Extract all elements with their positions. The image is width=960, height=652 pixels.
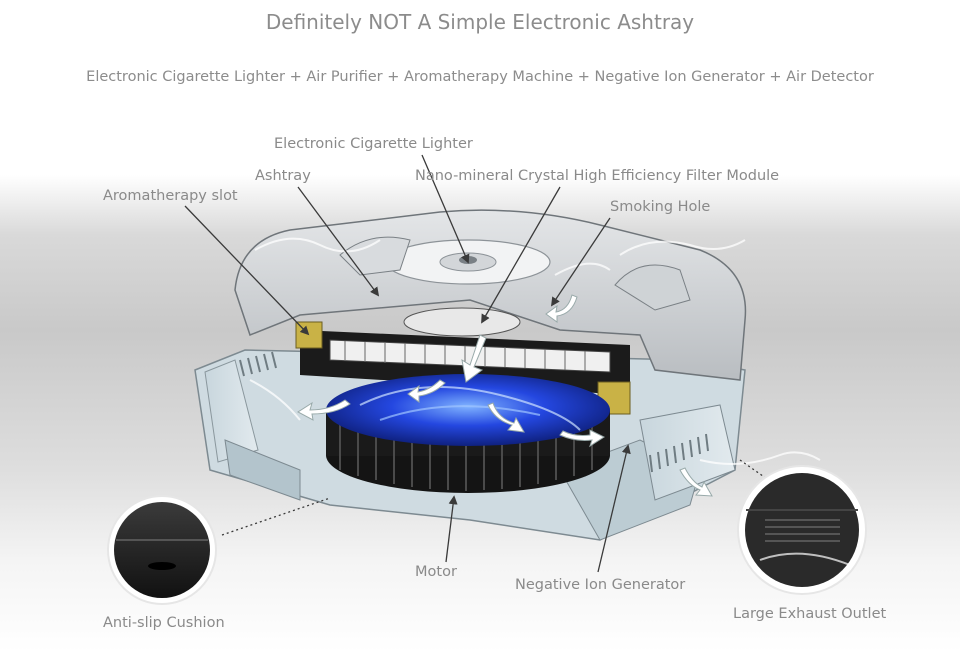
label-ashtray: Ashtray [255, 168, 311, 184]
page-title: Definitely NOT A Simple Electronic Ashtr… [265, 10, 695, 34]
leader-lines [184, 154, 781, 573]
airflow-arrows [297, 294, 713, 497]
exhaust-outlet-callout [737, 465, 867, 595]
page-subtitle: Electronic Cigarette Lighter + Air Purif… [86, 69, 874, 85]
label-filter-module: Nano-mineral Crystal High Efficiency Fil… [415, 168, 780, 184]
label-electronic-cigarette-lighter: Electronic Cigarette Lighter [274, 136, 473, 152]
label-large-exhaust-outlet: Large Exhaust Outlet [733, 606, 887, 622]
label-negative-ion-generator: Negative Ion Generator [515, 577, 686, 593]
label-smoking-hole: Smoking Hole [610, 199, 711, 215]
label-aromatherapy-slot: Aromatherapy slot [103, 188, 238, 204]
fan-motor [326, 374, 610, 493]
smoke-wisps [249, 237, 821, 465]
label-motor: Motor [415, 564, 457, 580]
label-anti-slip-cushion: Anti-slip Cushion [103, 615, 225, 631]
anti-slip-cushion-callout [107, 495, 217, 605]
